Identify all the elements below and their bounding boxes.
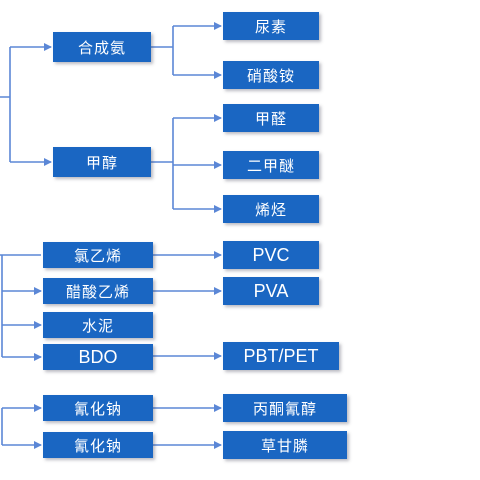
node-cusuan-yixi: 醋酸乙烯 (43, 278, 153, 304)
node-xiting: 烯烃 (223, 195, 319, 223)
node-pva: PVA (223, 277, 319, 305)
node-niaosu: 尿素 (223, 12, 319, 40)
node-qinghuana-2: 氰化钠 (43, 432, 153, 458)
node-jiaquan: 甲醛 (223, 104, 319, 132)
node-bdo: BDO (43, 344, 153, 370)
node-pbt-pet: PBT/PET (223, 342, 339, 370)
hub-hecheng-an (151, 26, 174, 75)
node-erjiami: 二甲醚 (223, 151, 319, 179)
node-pvc: PVC (223, 241, 319, 269)
trunk-middle (0, 254, 41, 357)
node-caoganlin: 草甘膦 (223, 431, 347, 459)
node-xiaosuan-an: 硝酸铵 (223, 61, 319, 89)
node-jiachun: 甲醇 (53, 147, 151, 177)
node-qinghuana-1: 氰化钠 (43, 395, 153, 421)
node-lvyixi: 氯乙烯 (43, 242, 153, 268)
node-bingtong-qingchun: 丙酮氰醇 (223, 394, 347, 422)
node-shuini: 水泥 (43, 312, 153, 338)
trunk-top (0, 47, 11, 162)
hub-jiachun (151, 118, 174, 209)
node-hecheng-an: 合成氨 (53, 32, 151, 62)
